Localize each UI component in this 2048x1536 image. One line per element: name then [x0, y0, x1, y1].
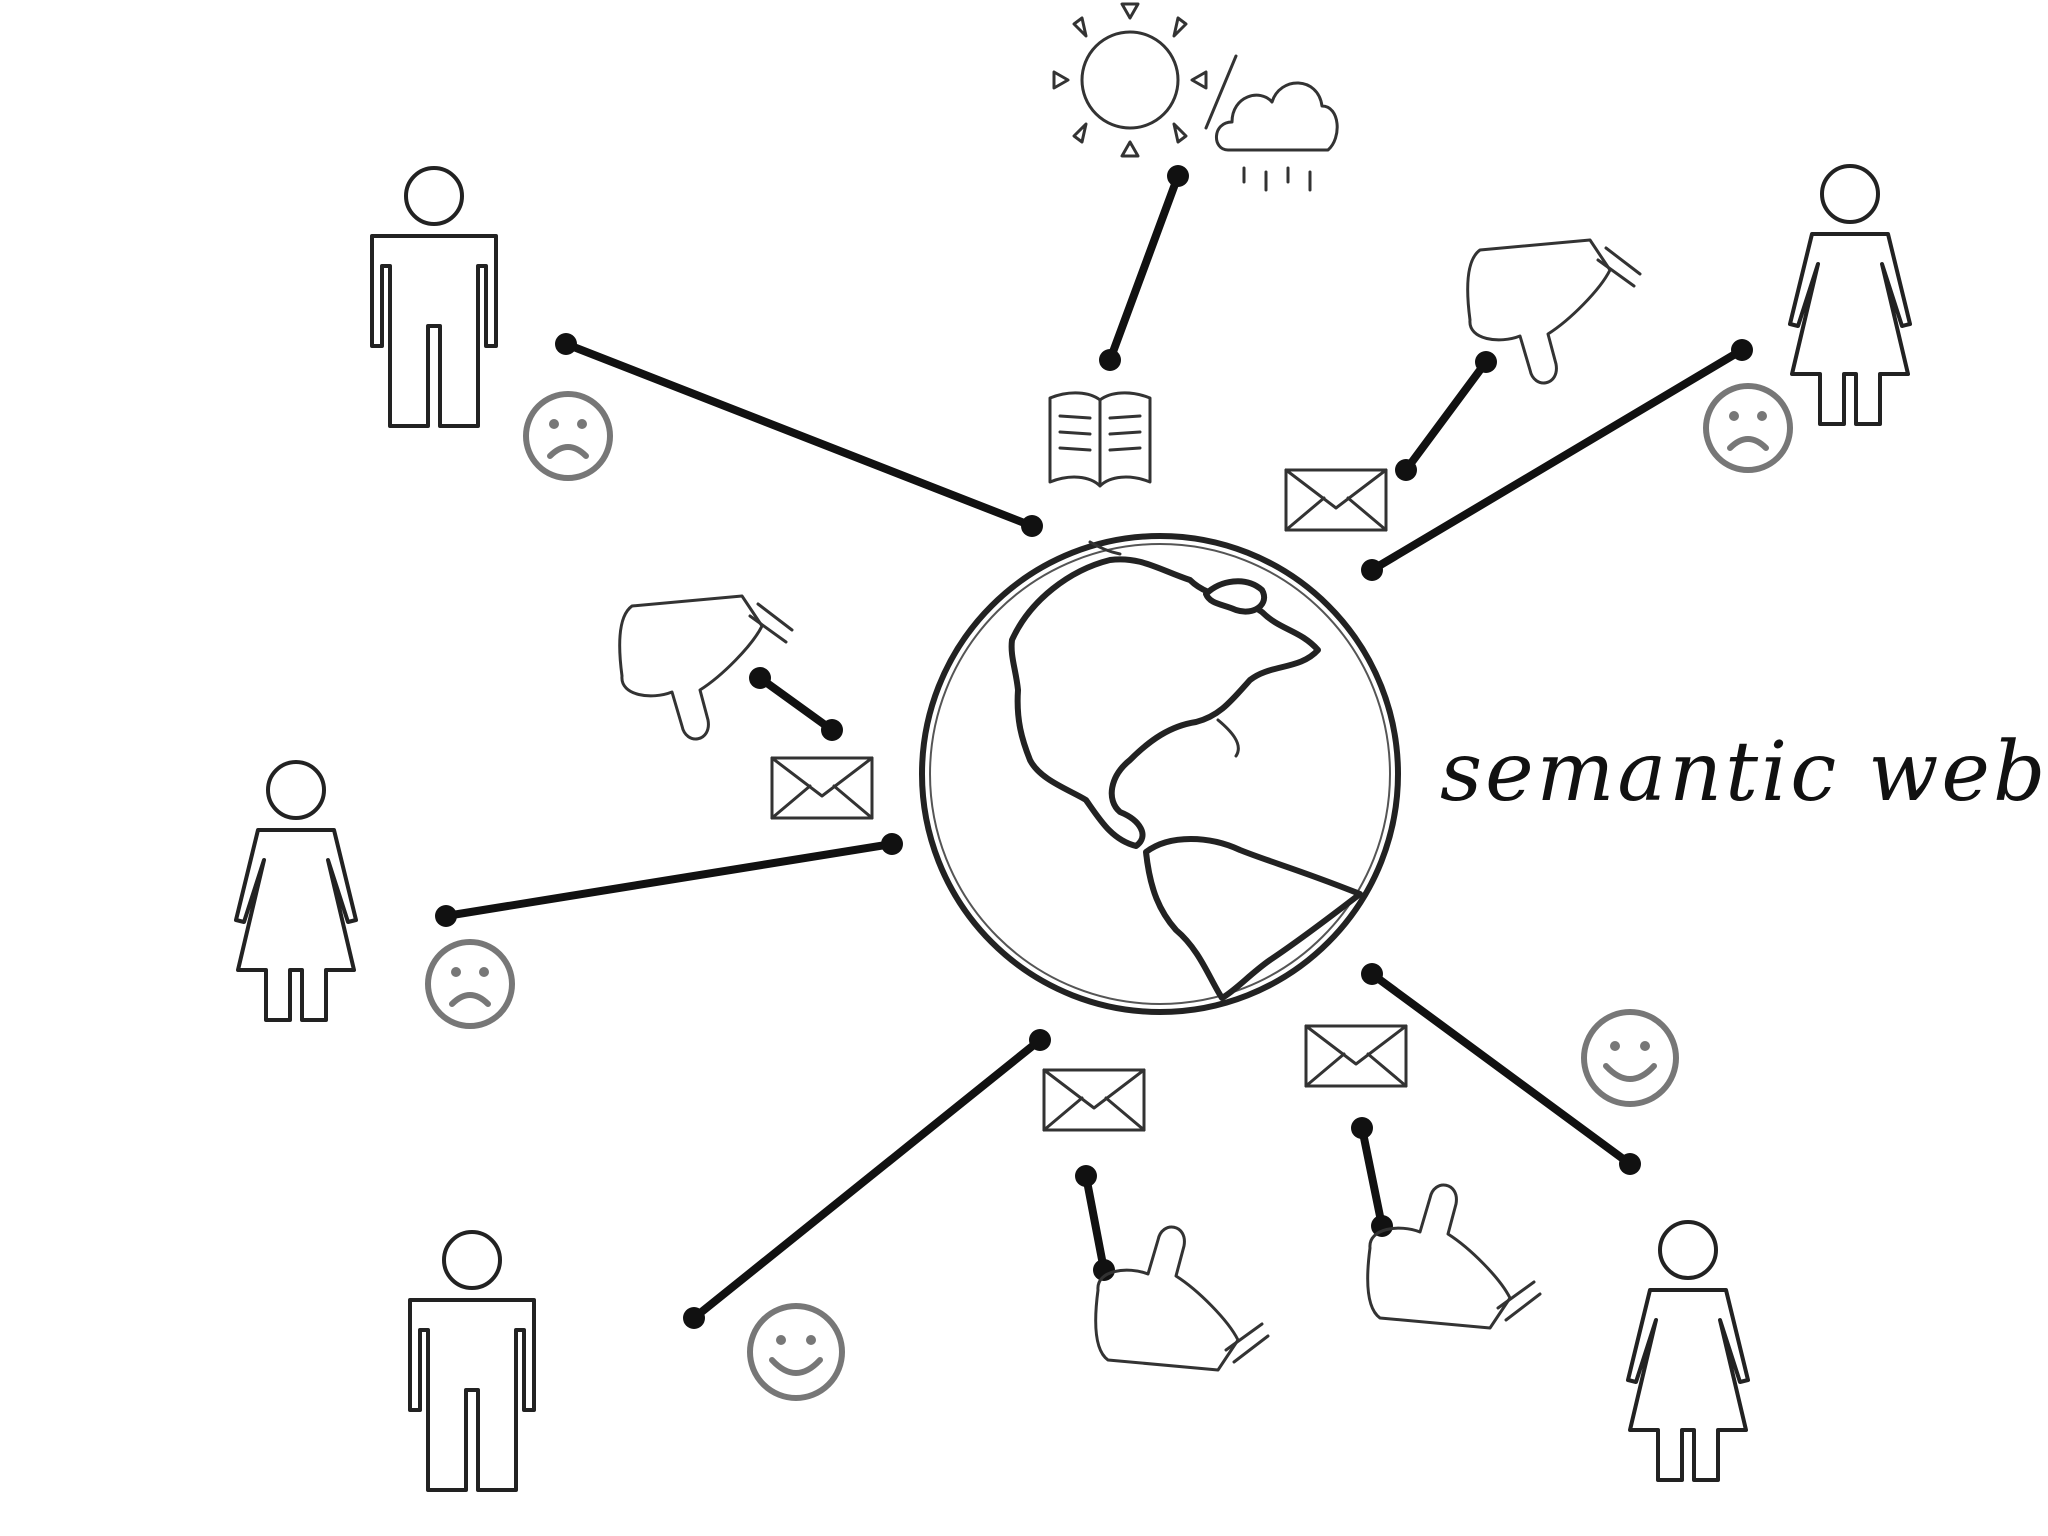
globe-icon [919, 533, 1401, 1015]
envelope-icon-left [770, 756, 874, 820]
book-icon [1048, 391, 1152, 488]
envelope-icon-top-right [1284, 468, 1388, 532]
connector-thumbdown-left [756, 674, 836, 734]
sad-face-icon-top-left [526, 394, 610, 478]
connector-bottom-left-man [690, 1036, 1044, 1322]
connector-top-left-man [562, 340, 1036, 530]
envelope-icon-bottom-right [1304, 1024, 1408, 1088]
person-man-bottom-left [408, 1230, 536, 1492]
person-man-top-left [370, 166, 498, 428]
connector-lines [435, 165, 1753, 1329]
sad-face-icon-top-right [1706, 386, 1790, 470]
connector-top-weather [1106, 172, 1182, 364]
connector-thumbdown-right [1402, 358, 1490, 474]
happy-face-icon-right [1584, 1012, 1676, 1104]
connector-thumbup-right [1358, 1124, 1386, 1230]
semantic-web-label: semantic web [1440, 725, 2048, 820]
connector-top-right-woman [1368, 346, 1746, 574]
envelope-icon-bottom-center [1042, 1068, 1146, 1132]
person-woman-left [234, 760, 358, 1022]
happy-face-icon-bottom-left [750, 1306, 842, 1398]
thumbs-up-icon-bottom-center [1094, 1225, 1270, 1372]
thumbs-up-icon-bottom-right [1366, 1183, 1542, 1330]
weather-divider [1204, 54, 1238, 130]
sun-icon [1052, 2, 1208, 158]
connector-thumbup-left [1082, 1172, 1108, 1274]
connector-left-woman [442, 840, 896, 920]
connector-bottom-right-woman [1368, 970, 1634, 1168]
thumbs-down-icon-left [618, 594, 794, 741]
person-woman-bottom-right [1626, 1220, 1750, 1482]
person-woman-top-right [1788, 164, 1912, 426]
sad-face-icon-left [428, 942, 512, 1026]
rain-cloud-icon [1215, 81, 1339, 192]
